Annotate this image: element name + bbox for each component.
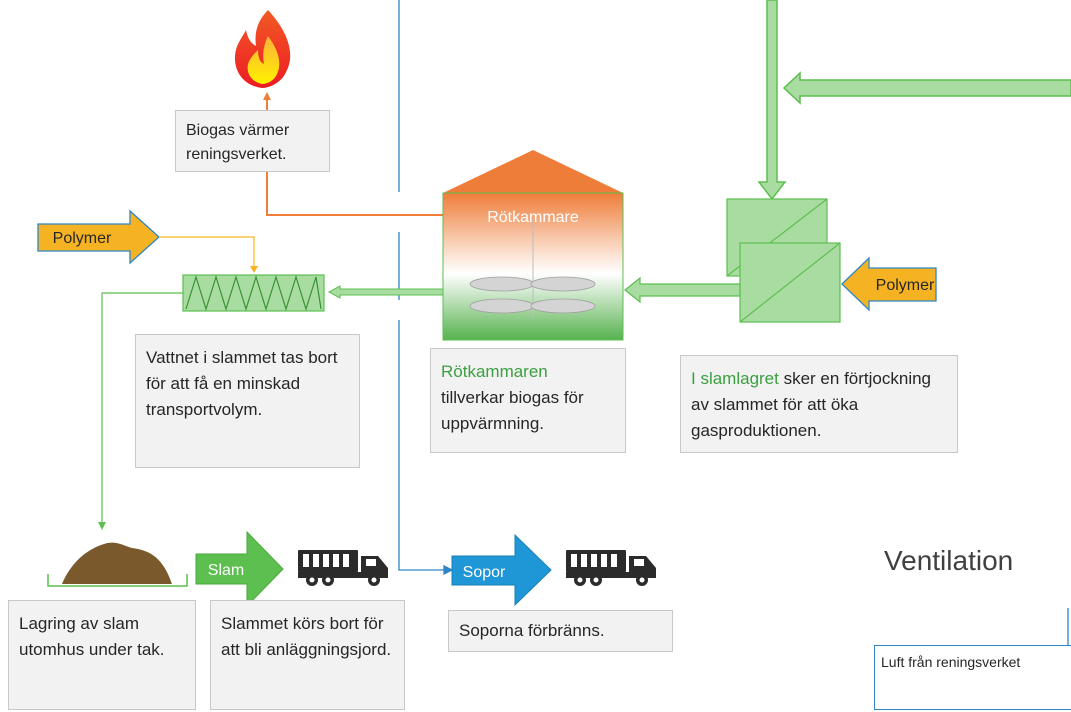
thickener-info-text: sker en förtjockning av slammet för att …	[691, 369, 932, 440]
biogas-arrowhead	[263, 92, 271, 100]
thickener-info-box: I slamlagret sker en förtjockning av sla…	[680, 355, 958, 453]
air-info-box: Luft från reningsverket	[874, 645, 1071, 710]
biogas-info-text: Biogas värmer reningsverket.	[186, 122, 290, 163]
digester-info-highlight: Rötkammaren	[441, 362, 548, 381]
slam-label: Slam	[208, 562, 244, 579]
incineration-info-text: Soporna förbränns.	[459, 621, 605, 640]
screw-to-pile-line	[101, 292, 183, 523]
dewater-info-text: Vattnet i slammet tas bort för att få en…	[146, 348, 338, 419]
digester-to-screw-arrow	[327, 285, 444, 299]
storage-info-text: Lagring av slam utomhus under tak.	[19, 614, 165, 659]
incoming-sludge-arrow	[757, 0, 1071, 201]
digester-tank	[442, 150, 624, 341]
transport-info-text: Slammet körs bort för att bli anläggning…	[221, 614, 392, 659]
screw-to-pile-arrowhead	[98, 522, 106, 530]
flame-icon	[234, 10, 291, 88]
thickener-to-digester-arrow	[624, 276, 741, 304]
sopor-label: Sopor	[463, 564, 506, 581]
incineration-info-box: Soporna förbränns.	[448, 610, 673, 652]
digester-info-box: Rötkammaren tillverkar biogas för uppvärm…	[430, 348, 626, 453]
polymer-left-label: Polymer	[53, 230, 112, 247]
polymer-right-arrow	[841, 256, 937, 312]
mixer-icon	[469, 276, 596, 314]
polymer-right-label: Polymer	[876, 277, 935, 294]
truck-icon	[298, 550, 388, 586]
sopor-arrow	[451, 533, 552, 607]
ventilation-title: Ventilation	[884, 545, 1014, 576]
polymer-left-arrow	[37, 209, 160, 265]
sludge-thickener	[726, 198, 841, 323]
polymer-feed-arrowhead	[250, 266, 258, 273]
storage-info-box: Lagring av slam utomhus under tak.	[8, 600, 196, 710]
truck-icon	[566, 550, 656, 586]
biogas-info-box: Biogas värmer reningsverket.	[175, 110, 330, 172]
air-info-text: Luft från reningsverket	[881, 654, 1021, 670]
dewater-info-box: Vattnet i slammet tas bort för att få en…	[135, 334, 360, 468]
slam-arrow	[195, 530, 284, 608]
sludge-pile-icon	[47, 542, 188, 587]
polymer-feed-line	[159, 236, 255, 268]
thickener-info-highlight: I slamlagret	[691, 369, 779, 388]
dewater-screw-icon	[182, 274, 325, 312]
digester-label: Rötkammare	[487, 209, 579, 226]
transport-info-box: Slammet körs bort för att bli anläggning…	[210, 600, 405, 710]
digester-info-text: tillverkar biogas för uppvärmning.	[441, 388, 584, 433]
